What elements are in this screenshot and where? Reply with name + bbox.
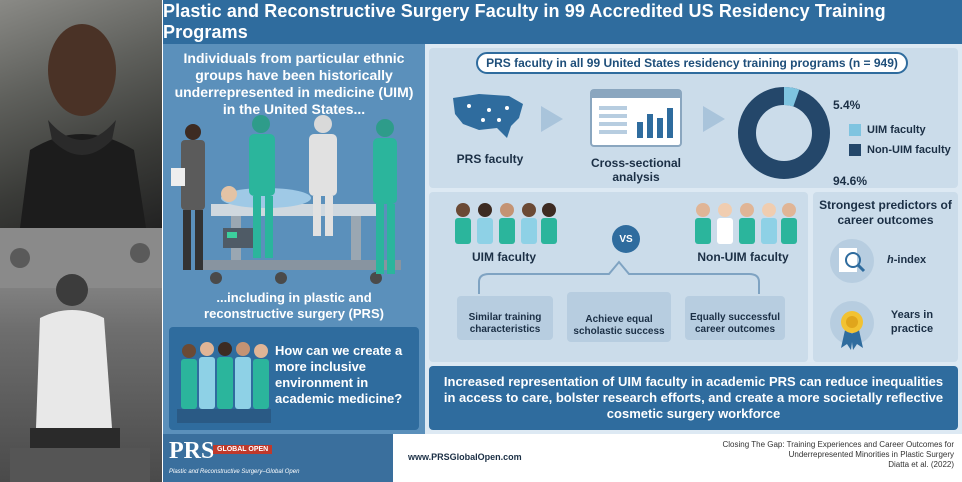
- citation-line-2: Underrepresented Minorities in Plastic S…: [788, 450, 954, 459]
- legend-label-uim: UIM faculty: [867, 124, 926, 136]
- study-banner: PRS faculty in all 99 United States resi…: [476, 52, 908, 74]
- photo-portrait: [0, 0, 162, 228]
- logo-prs-text: PRS: [169, 438, 215, 464]
- diverse-team-illustration: [177, 342, 271, 423]
- legend-swatch-uim: [849, 124, 861, 136]
- uim-percent: 5.4%: [833, 98, 861, 112]
- step-prs-faculty: PRS faculty: [456, 152, 524, 166]
- donut-segment-uim: [738, 87, 830, 179]
- legend-label-non-uim: Non-UIM faculty: [867, 144, 951, 156]
- usa-map-icon: [453, 94, 523, 138]
- comparison-section: UIM faculty VS Non-UIM faculty Similar t…: [429, 192, 808, 362]
- context-panel: Individuals from particular ethnic group…: [163, 44, 425, 434]
- intro-text: Individuals from particular ethnic group…: [174, 50, 414, 117]
- portrait-figure: [20, 24, 146, 228]
- logo-global-open-badge: GLOBAL OPEN: [213, 445, 273, 454]
- years-in-practice-medal-icon: [830, 301, 874, 350]
- journal-url-link[interactable]: www.PRSGlobalOpen.com: [408, 452, 522, 462]
- kneeling-figure: [0, 228, 162, 482]
- uim-faculty-group-illustration: [455, 203, 557, 244]
- vs-badge: VS: [612, 225, 640, 253]
- study-panel: PRS faculty in all 99 United States resi…: [425, 44, 962, 434]
- conclusion-box: Increased representation of UIM faculty …: [429, 366, 958, 430]
- question-text: How can we create a more inclusive envir…: [275, 343, 403, 406]
- step-cross-sectional: Cross-sectional analysis: [590, 156, 682, 184]
- conclusion-text: Increased representation of UIM faculty …: [443, 374, 944, 421]
- title-bar: Plastic and Reconstructive Surgery Facul…: [163, 0, 962, 44]
- finding-card-training: Similar training characteristics: [457, 296, 553, 340]
- question-box: How can we create a more inclusive envir…: [169, 327, 419, 430]
- operating-room-illustration: [171, 115, 401, 284]
- arrow-right-icon-2: [703, 106, 725, 132]
- h-index-italic: h: [887, 254, 894, 266]
- finding-card-career: Equally successful career outcomes: [685, 296, 785, 340]
- prs-logo[interactable]: PRS GLOBAL OPEN Plastic and Reconstructi…: [163, 434, 393, 482]
- h-index-magnifier-icon: [830, 239, 874, 283]
- citation: Closing The Gap: Training Experiences an…: [654, 440, 954, 470]
- h-index-label: h-index: [887, 254, 926, 266]
- photo-kneeling-doctor: [0, 228, 162, 482]
- predictors-heading: Strongest predictors of career outcomes: [819, 198, 952, 227]
- finding-card-scholastic: Achieve equal scholastic success: [567, 292, 671, 342]
- legend-swatch-non-uim: [849, 144, 861, 156]
- finding-career: Equally successful career outcomes: [689, 312, 781, 335]
- connector-lines: [478, 260, 760, 294]
- h-index-rest: -index: [893, 254, 927, 266]
- arrow-right-icon: [541, 106, 563, 132]
- non-uim-faculty-group-illustration: [695, 203, 797, 244]
- years-in-practice-label: Years in practice: [890, 309, 934, 335]
- logo-subtitle: Plastic and Reconstructive Surgery–Globa…: [169, 469, 300, 475]
- infographic-title: Plastic and Reconstructive Surgery Facul…: [163, 1, 886, 42]
- study-design-section: PRS faculty in all 99 United States resi…: [429, 48, 958, 188]
- non-uim-group-label: Non-UIM faculty: [697, 250, 789, 264]
- finding-scholastic: Achieve equal scholastic success: [573, 314, 665, 337]
- uim-group-label: UIM faculty: [471, 250, 536, 264]
- predictors-section: Strongest predictors of career outcomes …: [813, 192, 958, 362]
- infographic: Plastic and Reconstructive Surgery Facul…: [163, 0, 962, 482]
- non-uim-percent: 94.6%: [833, 174, 868, 188]
- citation-line-1: Closing The Gap: Training Experiences an…: [722, 440, 954, 449]
- donut-track: [738, 87, 830, 179]
- prs-text: ...including in plastic and reconstructi…: [204, 290, 384, 321]
- faculty-donut-chart: [738, 87, 830, 179]
- analysis-screen-icon: [590, 89, 682, 147]
- footer: PRS GLOBAL OPEN Plastic and Reconstructi…: [163, 434, 962, 482]
- citation-line-3: Diatta et al. (2022): [888, 460, 954, 469]
- finding-training: Similar training characteristics: [468, 312, 542, 335]
